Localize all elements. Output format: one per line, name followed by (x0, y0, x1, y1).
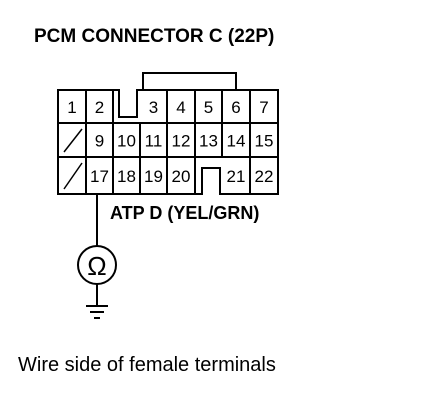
pin-21: 21 (227, 167, 246, 186)
unused-pin-slash (63, 162, 83, 190)
pin-11: 11 (145, 132, 163, 151)
pin-18: 18 (117, 167, 136, 186)
pin-15: 15 (255, 132, 274, 151)
view-caption: Wire side of female terminals (18, 354, 276, 376)
pin-19: 19 (144, 167, 163, 186)
pin-6: 6 (231, 98, 240, 117)
probe-wire (86, 194, 108, 319)
pin-5: 5 (204, 98, 213, 117)
pin-3: 3 (149, 98, 158, 117)
wire-color-label: ATP D (YEL/GRN) (110, 203, 260, 223)
pin-12: 12 (172, 132, 191, 151)
pin-22: 22 (255, 167, 274, 186)
pin-4: 4 (176, 98, 185, 117)
ohmmeter-symbol: Ω (87, 251, 106, 281)
pin-2: 2 (95, 98, 104, 117)
connector-title: PCM CONNECTOR C (22P) (34, 26, 275, 47)
ohmmeter-icon: Ω (77, 245, 117, 285)
pin-17: 17 (90, 167, 109, 186)
pin-20: 20 (172, 167, 191, 186)
pin-14: 14 (227, 132, 246, 151)
pin-1: 1 (67, 98, 76, 117)
pin-10: 10 (117, 132, 136, 151)
unused-pin-slash (63, 128, 83, 153)
pin-13: 13 (199, 132, 218, 151)
pin-9: 9 (95, 132, 104, 151)
pin-7: 7 (259, 98, 268, 117)
